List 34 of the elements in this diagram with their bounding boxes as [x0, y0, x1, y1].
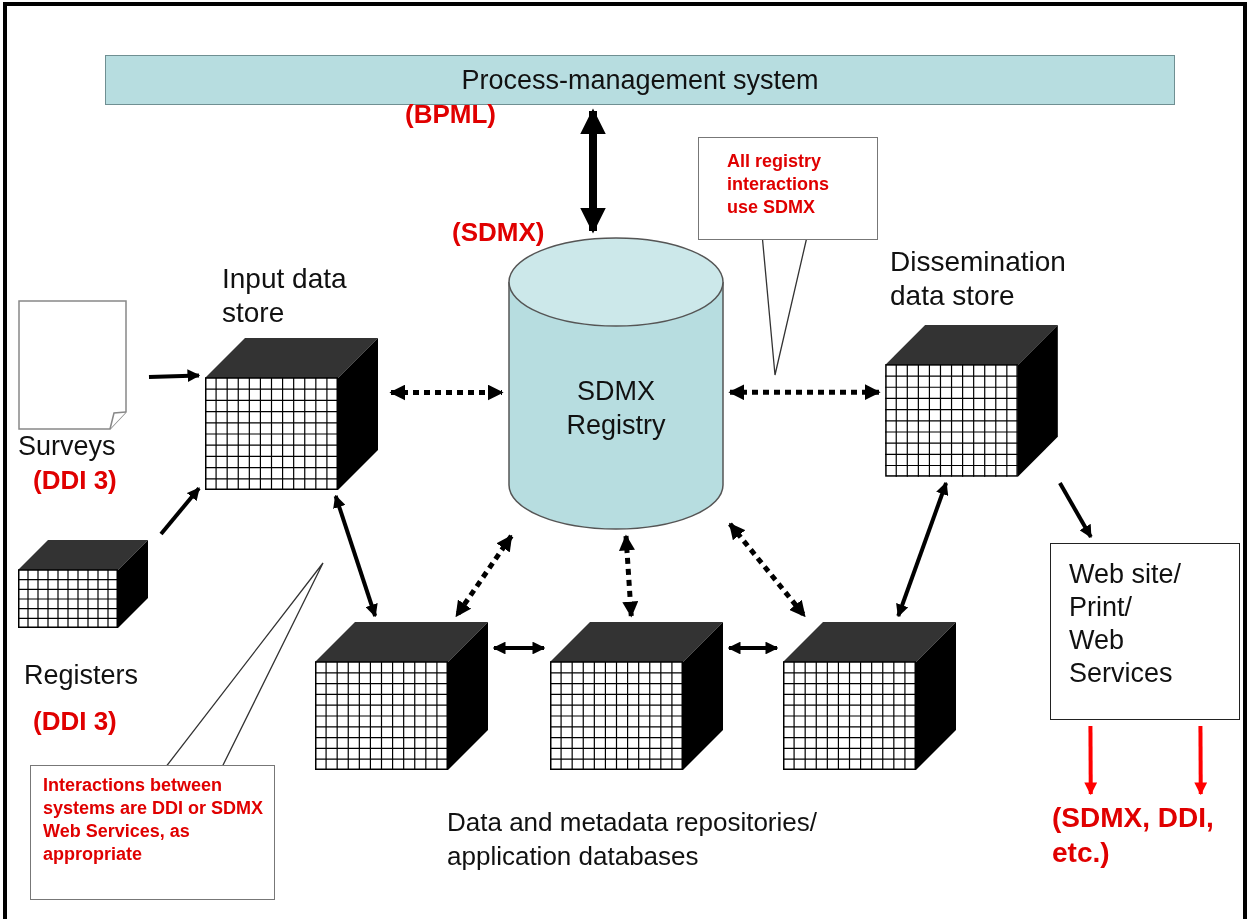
store-heading: Input data store [221, 261, 348, 330]
arrow [492, 641, 546, 655]
arrow [580, 108, 606, 234]
dashed-arrow [454, 534, 514, 618]
callout-box: Interactions between systems are DDI or SDMX Web Services, as appropriate [30, 765, 275, 900]
format-note: (SDMX, DDI, etc.) [1052, 800, 1244, 895]
arrow [333, 494, 378, 618]
arrow [727, 641, 779, 655]
output-box: Web site/ Print/ Web Services [1050, 543, 1240, 720]
format-label: (DDI 3) [33, 706, 117, 737]
arrow [159, 486, 201, 536]
store-heading: Dissemination data store [889, 245, 1067, 314]
system-bar: Process-management system [105, 55, 1175, 105]
data-cube-drawing [783, 622, 956, 770]
dashed-arrow [728, 522, 807, 618]
registry-label: SDMX Registry [565, 374, 667, 442]
dashed-arrow [728, 384, 881, 401]
data-cube-drawing [315, 622, 488, 770]
dashed-arrow [389, 384, 504, 401]
format-label: (DDI 3) [33, 465, 117, 496]
caption-text: Data and metadata repositories/ application databases [447, 806, 818, 873]
arrow [1058, 482, 1093, 539]
arrow [1084, 726, 1098, 796]
format-label: (SDMX) [452, 216, 546, 249]
dashed-arrow [618, 534, 639, 618]
arrow [148, 369, 201, 383]
arrow [896, 481, 949, 618]
data-cube-drawing [550, 622, 723, 770]
arrow [1194, 726, 1208, 796]
leader-line [761, 238, 808, 376]
source-label: Registers [23, 659, 140, 692]
leader-line [165, 562, 324, 767]
callout-box: All registry interactions use SDMX [698, 137, 878, 240]
source-label: Surveys [18, 430, 117, 463]
